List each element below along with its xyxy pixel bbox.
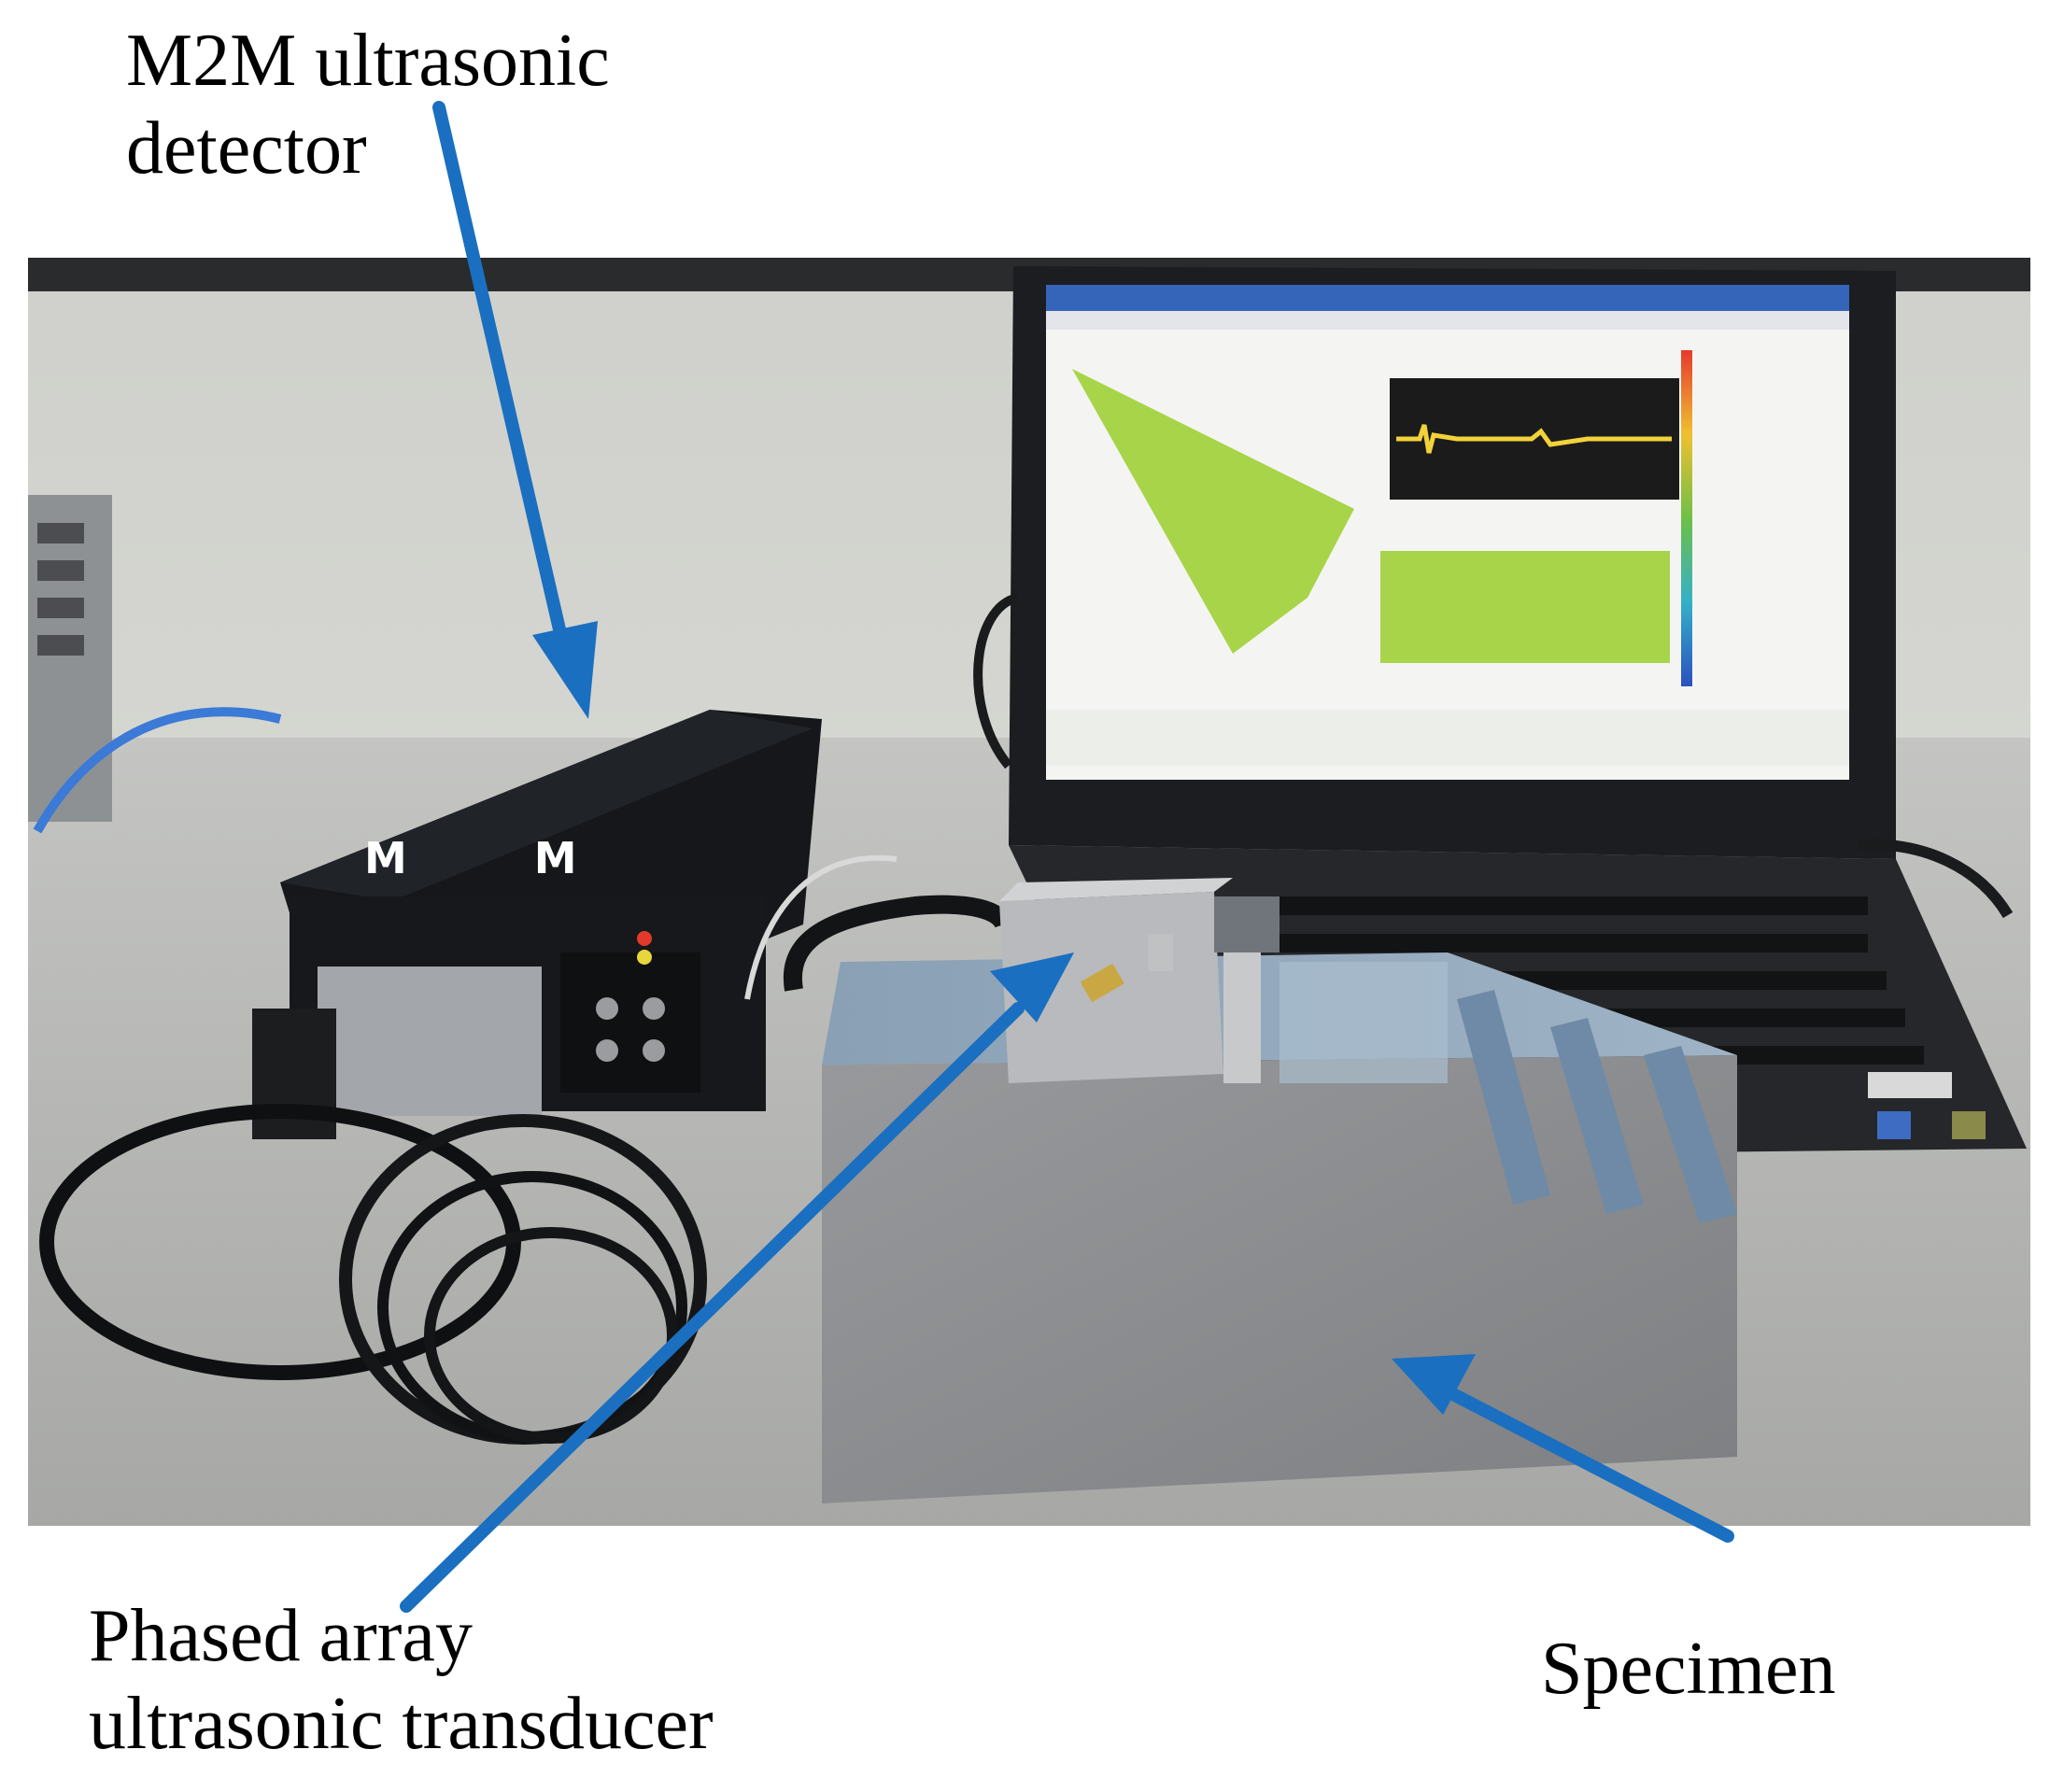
transducer-label: Phased array ultrasonic transducer	[89, 1592, 714, 1768]
cscan-display	[1380, 551, 1670, 663]
left-equipment	[28, 495, 282, 834]
sector-scan-image	[1072, 369, 1354, 654]
transducer-label-line1: Phased array	[89, 1595, 473, 1677]
device-brand-logo: M M	[364, 833, 633, 883]
laptop	[973, 266, 2027, 1158]
specimen-label: Specimen	[1541, 1625, 1835, 1713]
phased-array-transducer	[999, 878, 1279, 1083]
specimen-block	[822, 952, 1737, 1503]
transducer-label-line2: ultrasonic transducer	[89, 1683, 714, 1765]
probe-connector	[318, 967, 542, 1116]
detector-label-line2: detector	[126, 107, 367, 190]
detector-label-line1: M2M ultrasonic	[126, 20, 610, 102]
specimen-label-text: Specimen	[1541, 1628, 1836, 1710]
detector-label: M2M ultrasonic detector	[126, 17, 610, 192]
color-scale	[1681, 350, 1692, 686]
